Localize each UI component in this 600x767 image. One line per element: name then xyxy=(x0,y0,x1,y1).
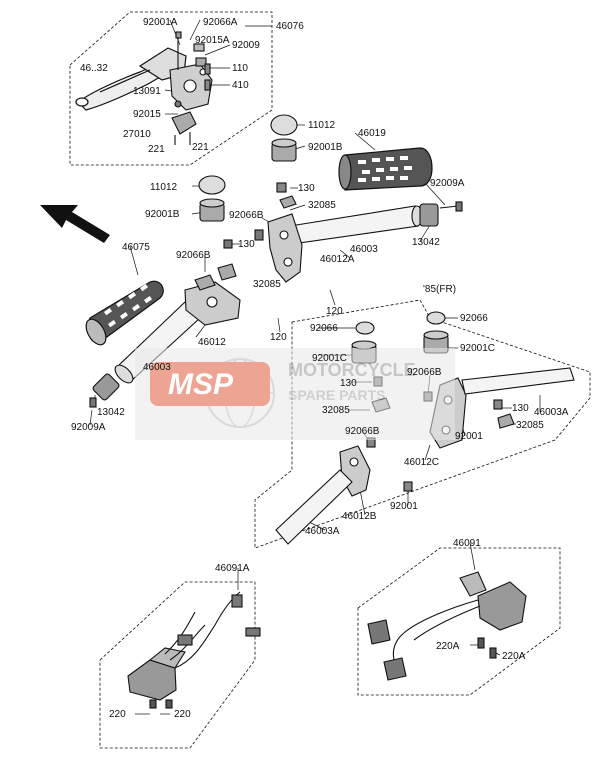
part-label: 92066B xyxy=(176,250,211,261)
part-label: 220A xyxy=(502,651,526,662)
part-label: 92066 xyxy=(460,313,488,324)
part-label: 46003 xyxy=(143,362,171,373)
throttle-grip xyxy=(338,147,433,191)
part-label: 92001B xyxy=(308,142,343,153)
part-label: 46012C xyxy=(404,457,439,468)
part-label: 220 xyxy=(174,709,191,720)
part-label: 92015A xyxy=(195,35,230,46)
part-label: 46075 xyxy=(122,242,150,253)
msp-logo xyxy=(150,362,270,406)
part-label: 46091A xyxy=(215,563,250,574)
part-label: 92009 xyxy=(232,40,260,51)
part-label: 46012 xyxy=(198,337,226,348)
part-label: 92066B xyxy=(345,426,380,437)
lever-group-box xyxy=(69,11,273,166)
part-label: 220A xyxy=(436,641,460,652)
part-label: 13042 xyxy=(412,237,440,248)
right-holder xyxy=(223,182,303,283)
part-label: '85(FR) xyxy=(423,284,456,295)
left-switch-box xyxy=(99,581,256,749)
grip-end-top xyxy=(270,114,298,162)
front-direction-arrow xyxy=(40,205,110,243)
part-label: 92009A xyxy=(71,422,106,433)
part-label: 92066A xyxy=(203,17,238,28)
part-label: 46091 xyxy=(453,538,481,549)
right-switch xyxy=(367,571,527,681)
part-label: 92015 xyxy=(133,109,161,120)
msp-watermark: MSP MOTORCYCLE SPARE PARTS xyxy=(135,348,455,440)
left-switch xyxy=(127,591,261,709)
part-label: 11012 xyxy=(150,182,178,193)
part-label: 46012A xyxy=(320,254,355,265)
left-holder xyxy=(184,263,241,326)
msp-logo-text: MSP xyxy=(168,368,234,401)
part-label: 130 xyxy=(340,378,357,389)
right-switch-box xyxy=(357,547,561,696)
part-label: 92001C xyxy=(312,353,347,364)
watermark-line2: SPARE PARTS xyxy=(288,387,386,403)
part-label: 46019 xyxy=(358,128,386,139)
part-label: 46076 xyxy=(276,21,304,32)
part-label: 110 xyxy=(232,63,248,74)
left-grip xyxy=(85,280,164,346)
part-label: 27010 xyxy=(123,129,151,140)
part-label: 130 xyxy=(238,239,255,250)
handlebar-right xyxy=(289,201,463,245)
part-label: 92066B xyxy=(407,367,442,378)
part-label: 13042 xyxy=(97,407,125,418)
part-label: 221 xyxy=(148,144,165,155)
lever-holder xyxy=(169,31,213,145)
part-label: 46..32 xyxy=(80,63,108,74)
part-label: 11012 xyxy=(308,120,336,131)
part-label: 130 xyxy=(298,183,315,194)
part-label: 13091 xyxy=(133,86,161,97)
part-label: 92001C xyxy=(460,343,495,354)
part-label: 92001A xyxy=(143,17,178,28)
part-label: 92001 xyxy=(390,501,418,512)
part-label: 46012B xyxy=(342,511,377,522)
part-label: 32085 xyxy=(516,420,544,431)
part-label: 32085 xyxy=(308,200,336,211)
part-label: 130 xyxy=(512,403,529,414)
part-label: 220 xyxy=(109,709,126,720)
part-label: 120 xyxy=(326,306,343,317)
part-label: 32085 xyxy=(253,279,281,290)
bar-end-left xyxy=(198,175,226,222)
part-label: 92066B xyxy=(229,210,264,221)
watermark-line1: MOTORCYCLE xyxy=(288,360,416,380)
part-label: 46003A xyxy=(305,526,340,537)
part-label: 92009A xyxy=(430,178,465,189)
part-label: 92001 xyxy=(455,431,483,442)
part-label: 92001B xyxy=(145,209,180,220)
fr-group-box xyxy=(254,299,591,549)
part-label: 221 xyxy=(192,142,209,153)
part-label: 32085 xyxy=(322,405,350,416)
clutch-lever xyxy=(75,47,187,111)
part-label: 46003 xyxy=(350,244,378,255)
part-label: 120 xyxy=(270,332,287,343)
part-label: 92066 xyxy=(310,323,338,334)
part-label: 410 xyxy=(232,80,249,91)
part-label: 46003A xyxy=(534,407,569,418)
